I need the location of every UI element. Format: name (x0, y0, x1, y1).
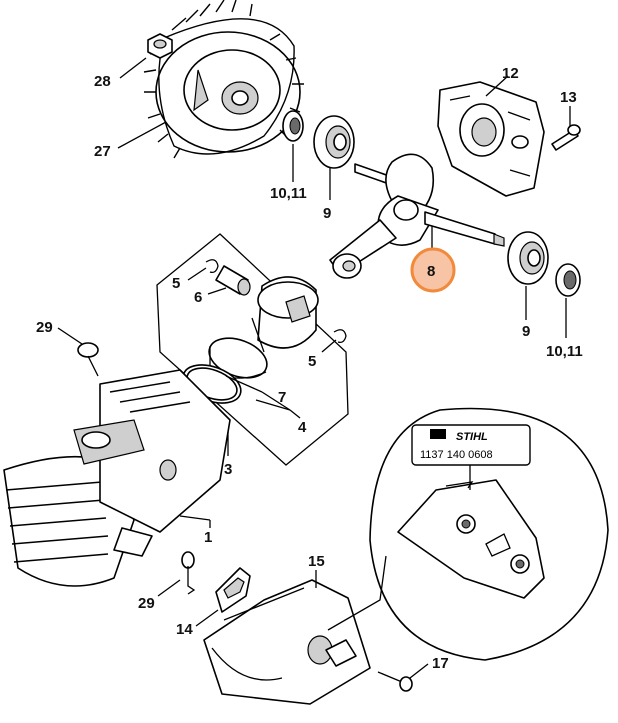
callout-15: 15 (308, 553, 325, 570)
ball-bearing-left (313, 115, 355, 169)
stihl-logo-icon (430, 429, 446, 439)
circlip-upper (205, 259, 219, 274)
piston (251, 276, 319, 353)
part-number: 1137 140 0608 (420, 449, 493, 461)
callout-5-lower: 5 (308, 353, 316, 370)
callout-28: 28 (94, 73, 111, 90)
callout-3: 3 (224, 461, 232, 478)
crankshaft (329, 153, 505, 279)
gasket (215, 567, 251, 613)
label-detail-inset (327, 407, 609, 661)
callout-labels: 28 27 10,11 9 12 13 8 9 10,11 5 6 5 7 4 … (36, 65, 583, 672)
flywheel (143, 0, 304, 159)
callout-10-11-left: 10,11 (270, 185, 307, 202)
callout-29-upper: 29 (36, 319, 53, 336)
oil-seal-left (282, 110, 304, 142)
callout-12: 12 (502, 65, 519, 82)
highlight-circle[interactable] (410, 247, 456, 293)
piston-kit-frame (156, 233, 349, 466)
callout-9-left: 9 (323, 205, 331, 222)
screw-17 (377, 671, 413, 692)
callout-17: 17 (432, 655, 449, 672)
cylinder (3, 369, 231, 587)
callout-6: 6 (194, 289, 202, 306)
muffler (203, 579, 371, 705)
callout-7: 7 (278, 389, 286, 406)
callout-5-upper: 5 (172, 275, 180, 292)
callout-8: 8 (427, 263, 435, 280)
screw-29-lower (181, 551, 196, 595)
callout-14: 14 (176, 621, 193, 638)
callout-1: 1 (204, 529, 212, 546)
callout-9-right: 9 (522, 323, 530, 340)
callout-10-11-right: 10,11 (546, 343, 583, 360)
brand-name: STIHL (456, 431, 488, 443)
piston-pin (215, 265, 251, 296)
oil-seal-right (555, 263, 581, 297)
circlip-lower (333, 329, 347, 344)
callout-13: 13 (560, 89, 577, 106)
callout-27: 27 (94, 143, 111, 160)
screw-13 (551, 124, 581, 151)
screw-29-upper (77, 342, 99, 377)
flywheel-nut (147, 33, 173, 59)
crankcase-half (437, 81, 545, 197)
callout-29-lower: 29 (138, 595, 155, 612)
stihl-tag: STIHL 1137 140 0608 (411, 424, 531, 490)
callout-4: 4 (298, 419, 307, 436)
leader-lines (57, 57, 571, 679)
ball-bearing-right (507, 231, 549, 285)
